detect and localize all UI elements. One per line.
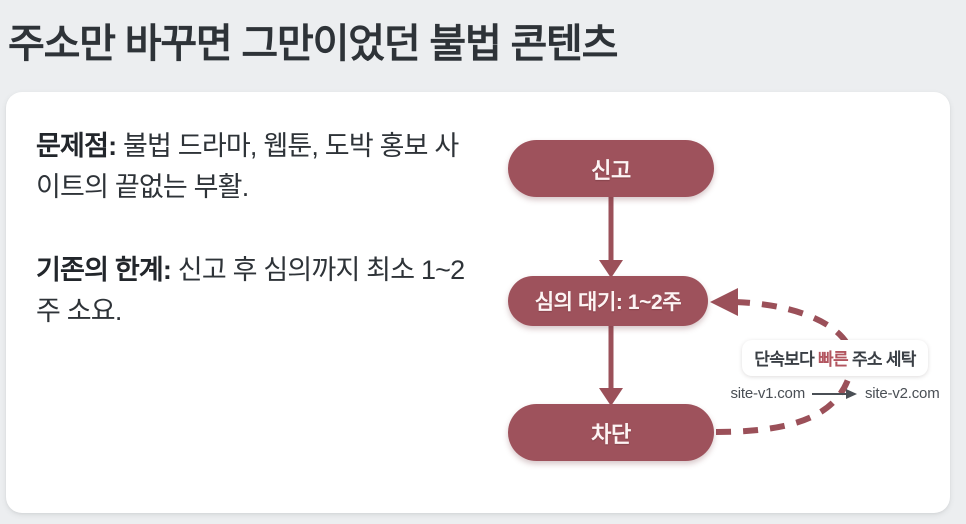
annotation-url-to: site-v2.com [865,385,940,402]
connector-report-to-review [599,197,623,278]
flow-node-report[interactable]: 신고 [508,140,714,197]
paragraph-limitation-lead: 기존의 한계: [36,255,172,286]
paragraph-problem: 문제점: 불법 드라마, 웹툰, 도박 홍보 사이트의 끝없는 부활. [36,126,476,208]
title-bar: 주소만 바꾸면 그만이었던 불법 콘텐츠 [0,0,966,88]
paragraph-problem-lead: 문제점: [36,131,117,161]
flow-annotation: 단속보다 빠른 주소 세탁 site-v1.com site-v2.com [724,340,946,402]
connector-block-to-review-loop [710,288,856,435]
connector-review-to-block [599,326,623,406]
annotation-urls: site-v1.com site-v2.com [724,385,946,402]
annotation-badge-suffix: 주소 세탁 [847,350,916,369]
annotation-badge: 단속보다 빠른 주소 세탁 [742,340,928,376]
annotation-badge-highlight: 빠른 [818,350,849,369]
right-arrow-icon [812,388,858,399]
annotation-badge-prefix: 단속보다 [754,350,819,369]
page-title: 주소만 바꾸면 그만이었던 불법 콘텐츠 [8,22,618,66]
flow-diagram: 신고 심의 대기: 1~2주 차단 단속보다 빠른 주소 세탁 site-v1.… [476,92,950,513]
annotation-url-from: site-v1.com [730,385,806,402]
paragraph-problem-body: 불법 드라마, 웹툰, 도박 홍보 사이트의 끝없는 부활. [36,131,459,203]
paragraph-limitation: 기존의 한계: 신고 후 심의까지 최소 1~2주 소요. [36,250,476,332]
flow-node-review[interactable]: 심의 대기: 1~2주 [508,276,708,326]
text-column: 문제점: 불법 드라마, 웹툰, 도박 홍보 사이트의 끝없는 부활. 기존의 … [36,126,476,332]
content-card: 문제점: 불법 드라마, 웹툰, 도박 홍보 사이트의 끝없는 부활. 기존의 … [6,92,950,513]
paragraph-limitation-body: 신고 후 심의까지 최소 1~2주 소요. [36,255,465,327]
flow-node-block[interactable]: 차단 [508,404,714,461]
flow-connectors [599,197,856,435]
